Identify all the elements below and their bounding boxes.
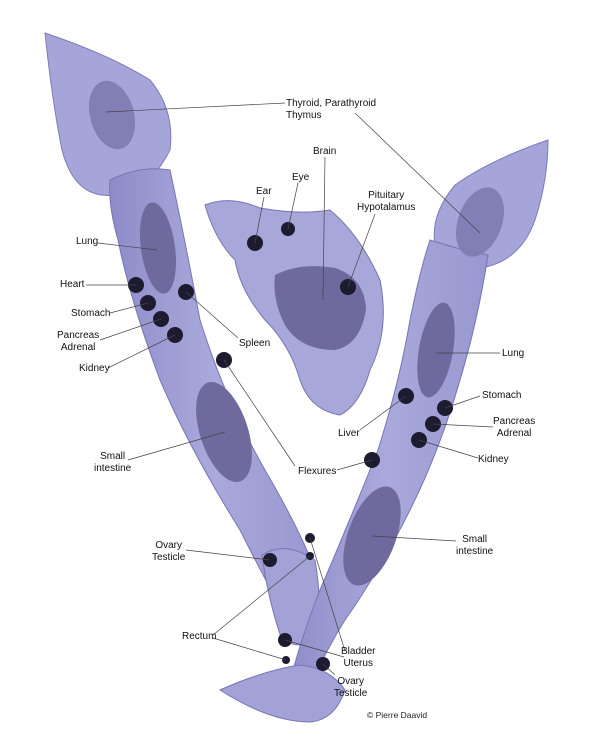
label-heart: Heart (60, 279, 85, 290)
label-stomach-left: Stomach (71, 308, 111, 319)
label-rectum: Rectum (182, 631, 217, 642)
label-flexures: Flexures (298, 466, 337, 477)
label-stomach-right: Stomach (482, 390, 522, 401)
left-lung-organ (139, 202, 177, 294)
credit: © Pierre Daavid (367, 710, 428, 720)
left-arm (44, 32, 320, 646)
right-lung-organ (417, 302, 455, 398)
label-liver: Liver (338, 428, 360, 439)
leader-lines (86, 102, 500, 676)
label-lung-left: Lung (76, 236, 99, 247)
label-spleen: Spleen (239, 338, 271, 349)
right-foot (218, 664, 346, 723)
right-arm (218, 139, 549, 723)
right-thymus-organ (455, 187, 505, 257)
label-kidney-left: Kidney (79, 363, 110, 374)
head-shape (204, 200, 384, 416)
label-eye: Eye (292, 172, 310, 183)
left-thyroid-organ (88, 80, 136, 150)
label-brain: Brain (313, 146, 337, 157)
label-ear: Ear (256, 186, 272, 197)
label-lung-right: Lung (502, 348, 525, 359)
label-kidney-right: Kidney (478, 454, 509, 465)
